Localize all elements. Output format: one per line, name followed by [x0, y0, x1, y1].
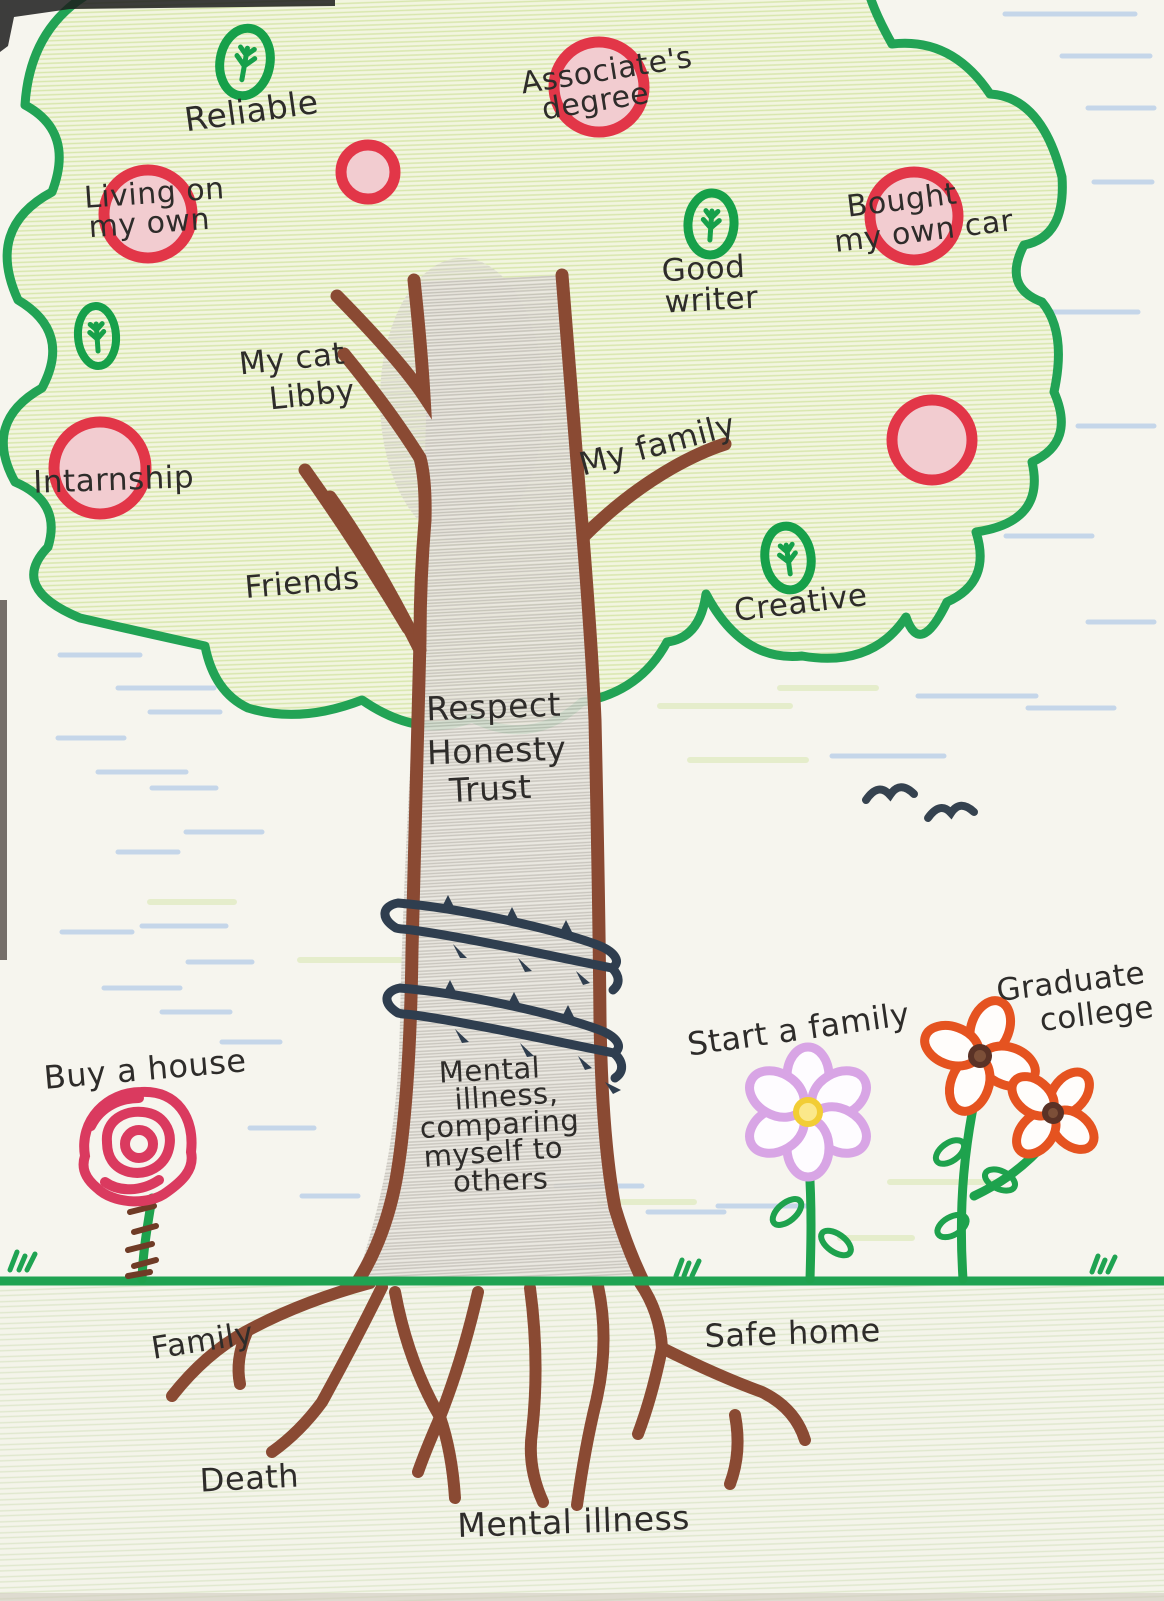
barbed-wire-barbs — [441, 895, 621, 1094]
leaf-icon — [982, 1166, 1018, 1194]
daisy-flower-icon — [745, 1042, 871, 1182]
root — [412, 1286, 484, 1478]
tree-roots — [166, 1277, 811, 1511]
poppy-flowers — [920, 996, 1099, 1284]
apple-icon — [548, 36, 650, 138]
trunk-labels: Respect Honesty Trust Mental illness, co… — [419, 685, 580, 1199]
barbed-wire — [380, 895, 627, 1094]
branch-upper-left — [337, 347, 432, 527]
scan-edge-bottom — [0, 1593, 1164, 1601]
root — [724, 1409, 744, 1490]
bird-icon — [924, 801, 978, 822]
branch-my-family — [576, 437, 732, 544]
daisy-flower — [745, 1042, 871, 1284]
trunk-right-edge — [555, 268, 650, 1288]
label-good-writer: writer — [664, 280, 759, 321]
label-trunk-value: Respect — [426, 685, 562, 729]
leaf-icon — [769, 1196, 805, 1228]
label-trunk-value: Trust — [447, 767, 532, 810]
tree-trunk — [298, 268, 732, 1288]
apple-icon — [48, 416, 152, 520]
root — [634, 1277, 668, 1354]
leaf-icon — [73, 302, 121, 370]
poppy-flower-icon — [1007, 1067, 1099, 1159]
root — [266, 1281, 388, 1458]
leaf-icon — [683, 188, 739, 260]
grass-tuft — [1089, 1253, 1118, 1275]
leaf-icon — [934, 1211, 970, 1241]
label-my-cat-libby: Libby — [267, 373, 356, 418]
apple-icon — [98, 164, 198, 264]
rose-flower-icon — [78, 1086, 197, 1207]
label-internship: Intarnship — [33, 459, 195, 501]
leaf-icon — [760, 521, 816, 595]
root — [232, 1326, 253, 1390]
apples — [48, 36, 978, 520]
trunk-left-edge — [351, 513, 432, 1288]
leaf-icon — [818, 1227, 854, 1259]
label-trunk-struggle: Mental — [438, 1050, 541, 1089]
label-root-mental-illness: Mental illness — [457, 1498, 691, 1545]
scan-edge-top-left — [0, 0, 335, 52]
apple-icon — [886, 394, 978, 486]
root — [632, 1342, 668, 1440]
label-root-safe-home: Safe home — [704, 1311, 881, 1355]
poppy-leaves — [932, 1137, 1018, 1241]
scan-edge-left — [0, 600, 7, 960]
apple-icon — [335, 139, 401, 205]
bird-icon — [862, 783, 918, 804]
label-trunk-struggle: others — [452, 1161, 549, 1198]
label-living-on-my-own: my own — [88, 202, 212, 245]
rose-flower — [78, 1086, 197, 1284]
leaf-icon — [215, 23, 275, 101]
root — [656, 1342, 811, 1446]
label-trunk-struggle: illness, — [453, 1075, 559, 1116]
label-trunk-value: Honesty — [426, 729, 567, 773]
label-trunk-struggle: comparing — [419, 1103, 580, 1145]
grass-tufts — [7, 1249, 1118, 1279]
branch-my-cat-libby — [330, 273, 432, 420]
leaf-icon — [932, 1137, 968, 1167]
green-crayon-streaks — [147, 685, 997, 1241]
leaves — [73, 23, 816, 595]
birds — [862, 783, 978, 822]
root — [524, 1282, 549, 1508]
root — [571, 1280, 610, 1511]
grass-tuft — [7, 1249, 38, 1273]
label-root-death: Death — [199, 1456, 300, 1499]
label-good-writer: Good — [661, 249, 746, 289]
daisy-leaves — [769, 1196, 854, 1259]
root-labels: Family Safe home Death Mental illness — [149, 1311, 881, 1545]
apple-icon — [864, 166, 964, 266]
rose-thorns — [125, 1203, 159, 1279]
branch-friends-b — [323, 490, 427, 657]
grass-tuft — [673, 1257, 702, 1279]
